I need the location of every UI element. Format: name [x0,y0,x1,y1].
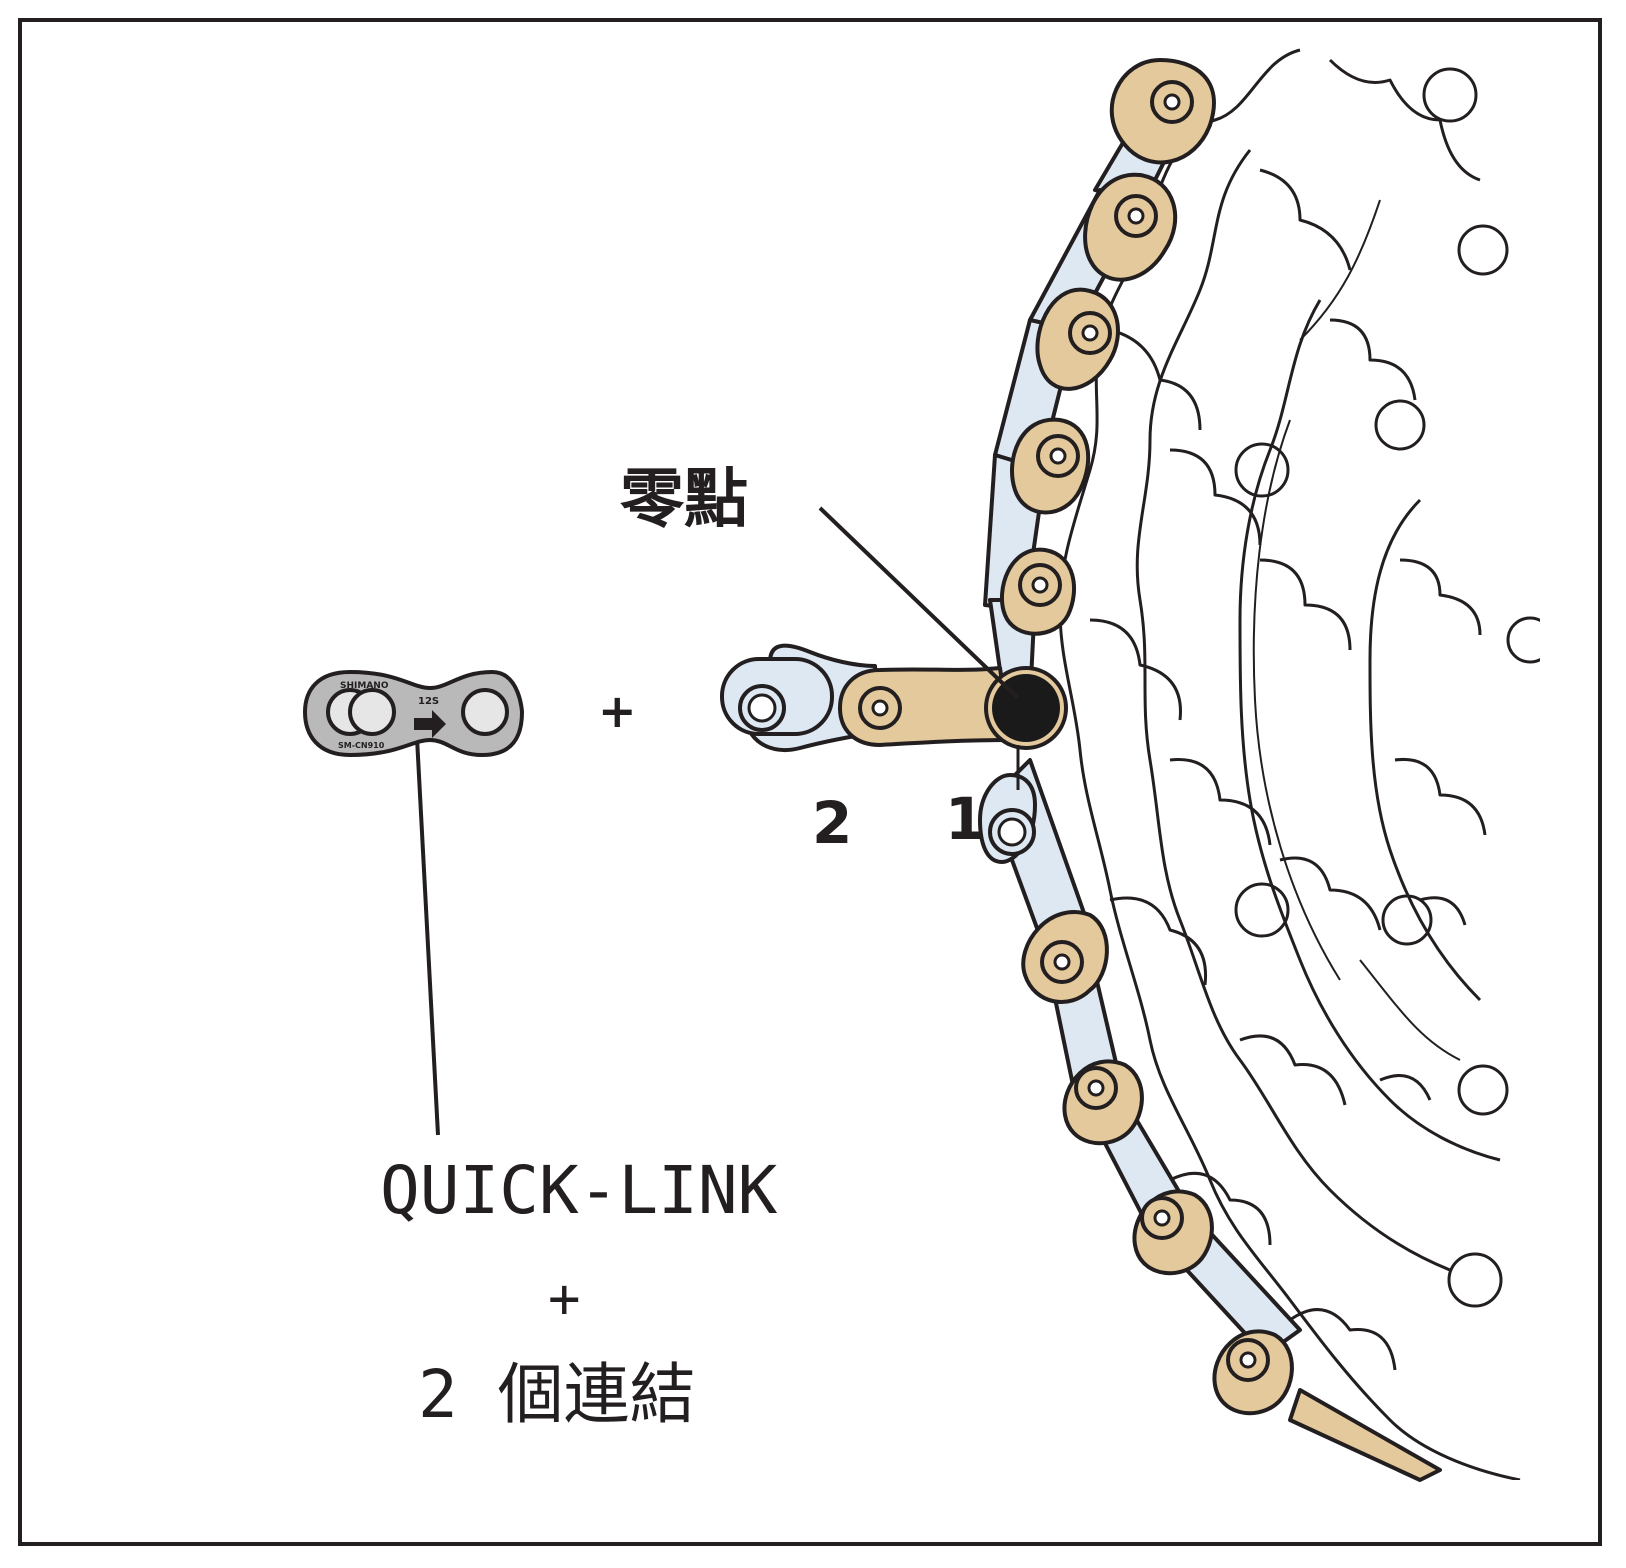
plus-sign: + [598,684,637,738]
quick-link-label: QUICK-LINK [380,1152,778,1229]
cog-hole [1447,1252,1503,1308]
cog-hole [1374,399,1426,451]
cog-spider-arm [1299,199,1461,1061]
quick-link-hole-right [461,688,509,736]
plus-under-label: + [548,1267,581,1330]
cog-hole [1506,616,1540,664]
cog-inner-ring [1252,419,1341,981]
quick-link-model-text: SM-CN910 [338,741,385,750]
quick-link-brand-text: SHIMANO [340,681,389,691]
cog-hole [1234,442,1290,498]
link-number-1: 1 [945,785,986,853]
two-links-label: 2 個連結 [418,1356,696,1433]
link-number-2: 2 [812,789,853,857]
quick-link-hole-mid [348,688,396,736]
cog-smallest-teeth [1394,558,1487,926]
cassette-illustration [1058,48,1540,1480]
direction-arrow-icon [414,710,446,738]
cog-medium-teeth [1169,168,1352,1106]
cog-hole [1422,67,1478,123]
cog-hole [1234,882,1290,938]
quick-link-leader-line [415,737,440,1136]
cog-small [1238,299,1501,1162]
cog-hole [1381,894,1433,946]
diagram-frame [18,18,1602,1546]
cog-medium [1135,149,1451,1272]
cog-small-teeth [1259,318,1432,1101]
zero-point-leader-line [818,506,1020,700]
cog-hole [1457,224,1509,276]
quick-link-illustration: SHIMANO 12S SM-CN910 [302,669,525,758]
chain-illustration [720,58,1442,1482]
zero-point-label: 零點 [620,463,748,537]
cog-hole [1457,1064,1509,1116]
chain-pin-centers [871,93,1257,1369]
quick-link-speed-text: 12S [418,696,439,707]
